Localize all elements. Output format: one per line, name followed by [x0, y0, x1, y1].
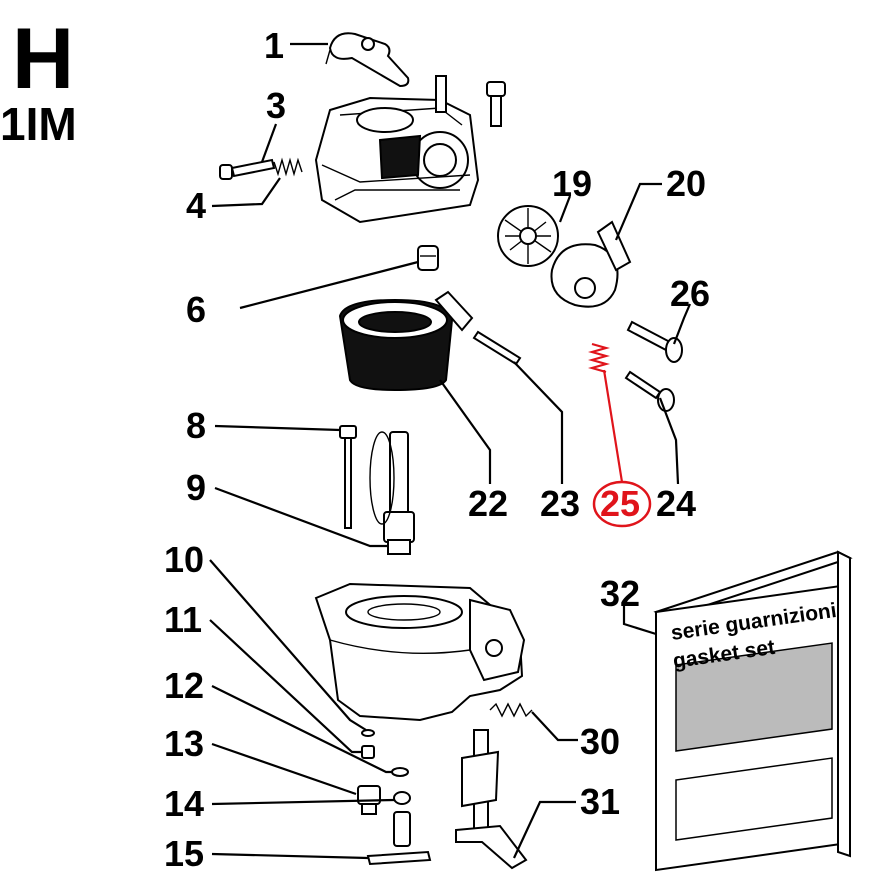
callout-12: 12 [164, 665, 204, 706]
callout-10: 10 [164, 539, 204, 580]
callout-25-ring [592, 480, 652, 528]
leader-12 [211, 685, 392, 774]
part-14-screw [393, 791, 411, 805]
callout-8: 8 [186, 405, 206, 446]
leader-24 [658, 397, 680, 485]
part-6-jet [417, 245, 439, 271]
part-26-screw [626, 320, 683, 363]
carburetor-upper-body [314, 75, 480, 224]
leader-11 [209, 619, 362, 754]
part-20-choke [550, 220, 632, 308]
part-25-spring [587, 342, 611, 374]
carburetor-lower-body [314, 582, 526, 722]
callout-20: 20 [666, 163, 706, 204]
part-15-valve [366, 811, 432, 866]
leader-9 [214, 486, 388, 548]
part-11-jet [361, 745, 375, 759]
leader-15 [211, 852, 369, 860]
leader-4 [211, 177, 281, 208]
body-screw [486, 81, 506, 127]
callout-3: 3 [266, 85, 286, 126]
callout-11: 11 [164, 599, 202, 640]
leader-3 [260, 123, 278, 163]
leader-10 [209, 559, 367, 731]
callout-24: 24 [656, 483, 696, 524]
callout-6: 6 [186, 289, 206, 330]
part-23-needle [472, 330, 522, 366]
callout-13: 13 [164, 723, 204, 764]
leader-6 [239, 260, 419, 310]
part-1-lever [325, 32, 410, 88]
leader-8 [214, 424, 341, 432]
callout-22: 22 [468, 483, 508, 524]
leader-31 [513, 800, 576, 859]
leader-22 [439, 379, 492, 484]
leader-25 [602, 369, 624, 483]
part-24-screw [624, 370, 675, 412]
part-9-tube [369, 431, 415, 555]
part-8-pin [339, 425, 357, 529]
part-12-washer [391, 767, 409, 777]
part-4-spring [273, 157, 303, 177]
callout-9: 9 [186, 467, 206, 508]
callout-26: 26 [670, 273, 710, 314]
leader-20 [614, 182, 662, 241]
part-30-spring [489, 702, 533, 718]
callout-1: 1 [264, 25, 284, 66]
gasket-set-box: serie guarnizioni gasket set [653, 550, 853, 872]
part-3-screw [219, 158, 276, 180]
callout-23: 23 [540, 483, 580, 524]
callout-31: 31 [580, 781, 620, 822]
part-31-throttle [455, 729, 528, 870]
model-code: 1IM [0, 98, 77, 150]
leader-23 [513, 361, 564, 484]
leader-32 [622, 604, 657, 636]
callout-25: 25 [600, 483, 640, 524]
part-10-oring [361, 729, 375, 737]
callout-14: 14 [164, 783, 204, 824]
section-letter: H [12, 11, 74, 107]
leader-13 [211, 742, 357, 796]
callout-19: 19 [552, 163, 592, 204]
leader-19 [558, 195, 572, 223]
leader-30 [531, 711, 578, 742]
leader-lines [209, 42, 692, 860]
leader-14 [211, 798, 395, 806]
callout-4: 4 [186, 185, 206, 226]
callout-15: 15 [164, 833, 204, 874]
part-22-float [338, 290, 474, 392]
leader-26 [672, 303, 692, 345]
callout-30: 30 [580, 721, 620, 762]
part-19-filter [497, 205, 559, 267]
callout-32: 32 [600, 573, 640, 614]
